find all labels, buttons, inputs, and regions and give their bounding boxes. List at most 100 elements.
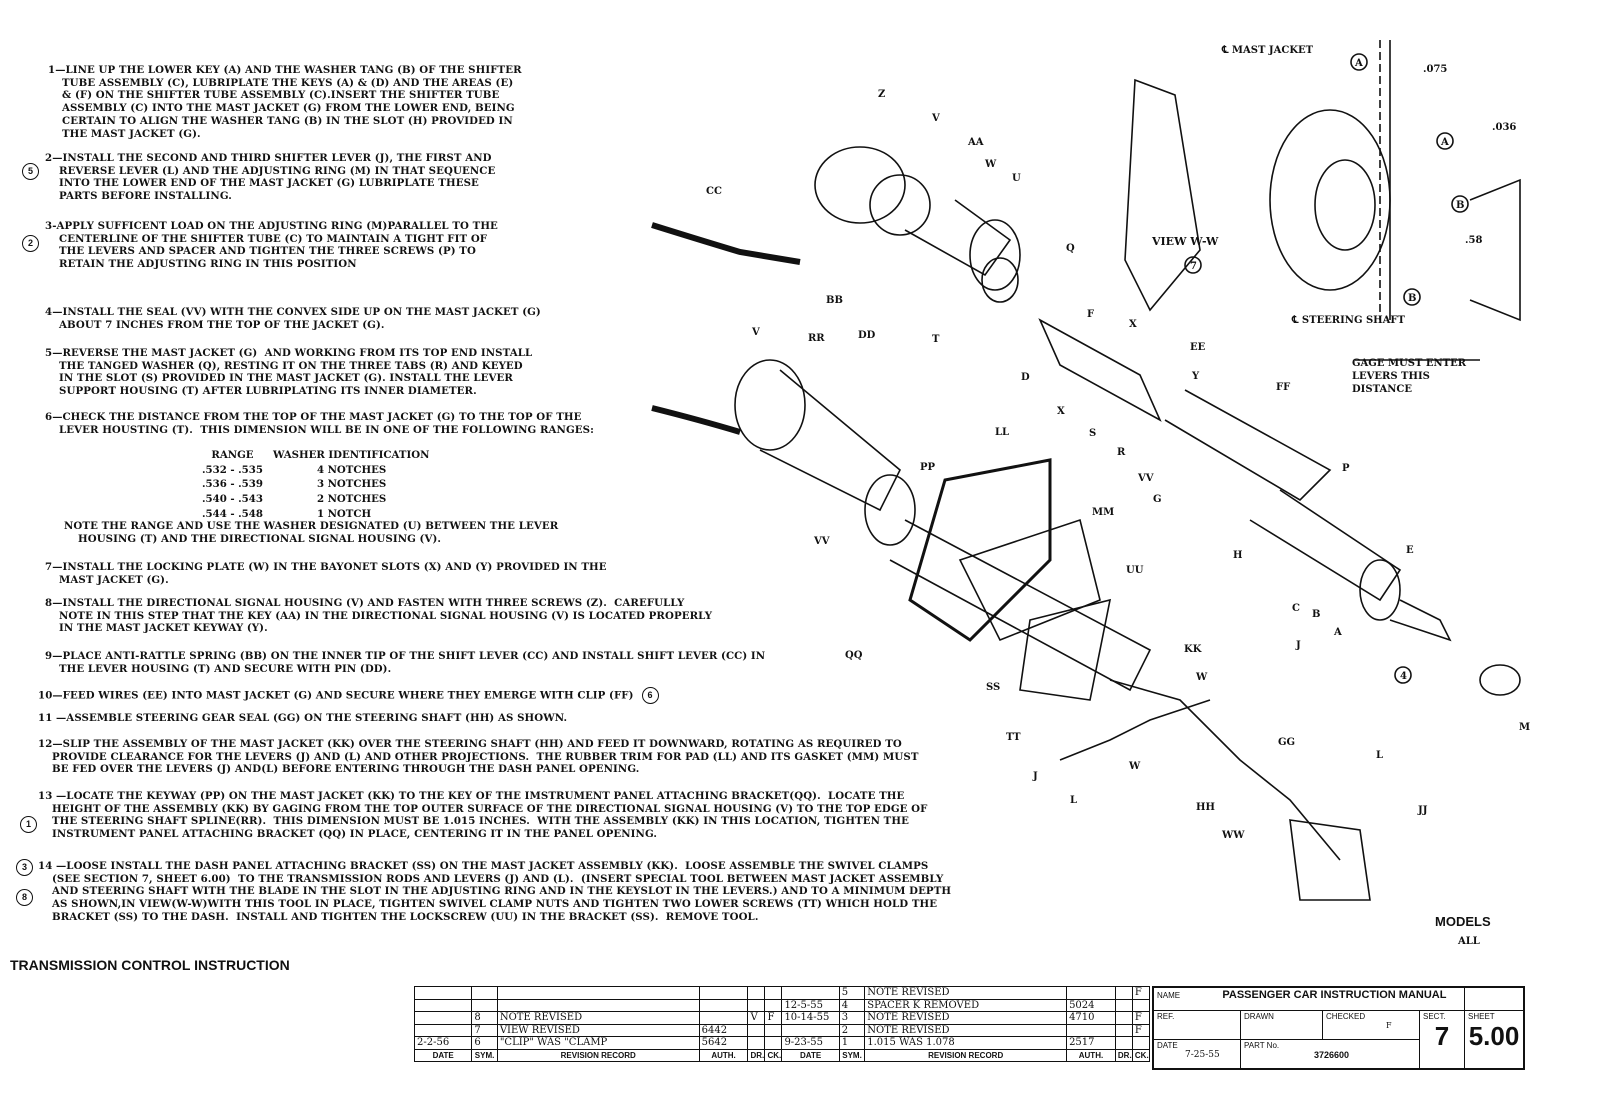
date-value: 7-25-55 — [1185, 1050, 1220, 1060]
part-label: A — [1333, 627, 1342, 638]
instruction-step: 9—PLACE ANTI-RATTLE SPRING (BB) ON THE I… — [45, 650, 765, 675]
step-line-text: HOUSING (T) AND THE DIRECTIONAL SIGNAL H… — [78, 532, 442, 545]
part-label: HH — [1196, 802, 1215, 813]
step-line-text: IN THE MAST JACKET KEYWAY (Y). — [59, 622, 268, 635]
revision-cell — [471, 986, 498, 1000]
step-line: MAST JACKET (G). — [45, 574, 607, 587]
revision-cell — [781, 1023, 840, 1037]
part-label: S — [1089, 428, 1096, 439]
step-line: 11 —ASSEMBLE STEERING GEAR SEAL (GG) ON … — [38, 712, 567, 725]
step-line: LEVER HOUSTING (T). THIS DIMENSION WILL … — [45, 424, 594, 437]
step-line: THE MAST JACKET (G). — [48, 128, 522, 141]
section-number: 7 — [1434, 1021, 1450, 1051]
part-label: J — [1295, 640, 1301, 651]
step-line-text: LEVER HOUSTING (T). THIS DIMENSION WILL … — [59, 423, 594, 436]
step-line-text: PROVIDE CLEARANCE FOR THE LEVERS (J) AND… — [52, 750, 919, 763]
revision-cell: F — [764, 1011, 783, 1025]
step-line-text: 9—PLACE ANTI-RATTLE SPRING (BB) ON THE I… — [45, 650, 766, 662]
step-line-text: 14 —LOOSE INSTALL THE DASH PANEL ATTACHI… — [38, 860, 929, 872]
revision-cell — [1114, 998, 1133, 1012]
step-line: AS SHOWN,IN VIEW(W-W)WITH THIS TOOL IN P… — [38, 898, 951, 911]
revision-cell — [1066, 1023, 1116, 1037]
part-label: W — [984, 159, 997, 170]
part-label: SS — [986, 682, 1000, 693]
revision-cell: 9-23-55 — [781, 1036, 840, 1050]
revision-cell: 2517 — [1066, 1036, 1116, 1050]
revision-cell: 5642 — [698, 1036, 749, 1050]
step-line-text: 11 —ASSEMBLE STEERING GEAR SEAL (GG) ON … — [38, 712, 568, 724]
instruction-step: 13 —LOCATE THE KEYWAY (PP) ON THE MAST J… — [38, 790, 927, 841]
part-label: CC — [706, 186, 722, 197]
revision-cell: 12-5-55 — [781, 998, 840, 1012]
revision-cell — [747, 998, 766, 1012]
step-line: 6—CHECK THE DISTANCE FROM THE TOP OF THE… — [45, 411, 594, 424]
view-label: VIEW W-W — [1151, 235, 1219, 248]
circled-reference-number: 5 — [22, 163, 39, 180]
part-label: VV — [1137, 473, 1154, 484]
callout: B — [1456, 200, 1464, 211]
revision-cell — [1114, 1036, 1133, 1050]
revision-cell — [1131, 1036, 1151, 1050]
part-number: 3726600 — [1314, 1050, 1350, 1060]
step-line: THE LEVERS AND SPACER AND TIGHTEN THE TH… — [45, 245, 498, 258]
revision-cell — [413, 986, 473, 1000]
revision-cell — [1131, 998, 1151, 1012]
revision-cell — [496, 986, 700, 1000]
part-label: LL — [995, 427, 1009, 438]
revision-cell — [1066, 986, 1116, 1000]
step-line-text: & (F) ON THE SHIFTER TUBE ASSEMBLY (C).I… — [62, 89, 500, 102]
table-cell: .536 - .539 — [202, 478, 263, 491]
revision-cell: NOTE REVISED — [864, 1023, 1068, 1037]
step-line: PROVIDE CLEARANCE FOR THE LEVERS (J) AND… — [38, 751, 919, 764]
table-cell: 1 NOTCH — [316, 507, 372, 520]
revision-cell: NOTE REVISED — [864, 986, 1068, 1000]
table-cell: .532 - .535 — [202, 463, 263, 476]
revision-header: DR. — [1114, 1048, 1133, 1062]
revision-cell: 7 — [471, 1023, 498, 1037]
step-line: ABOUT 7 INCHES FROM THE TOP OF THE JACKE… — [45, 319, 541, 332]
step-line: (SEE SECTION 7, SHEET 6.00) TO THE TRANS… — [38, 873, 951, 886]
step-line-text: 6—CHECK THE DISTANCE FROM THE TOP OF THE… — [45, 411, 582, 423]
step-line: NOTE THE RANGE AND USE THE WASHER DESIGN… — [64, 520, 558, 533]
circle-number: 7 — [1190, 261, 1197, 272]
step-line: HOUSING (T) AND THE DIRECTIONAL SIGNAL H… — [64, 533, 558, 546]
step-line: RETAIN THE ADJUSTING RING IN THIS POSITI… — [45, 258, 498, 271]
step-line-text: INTO THE LOWER END OF THE MAST JACKET (G… — [59, 177, 479, 190]
revision-cell: F — [1131, 1023, 1151, 1037]
step-line: 10—FEED WIRES (EE) INTO MAST JACKET (G) … — [38, 687, 659, 704]
revision-header: REVISION RECORD — [864, 1048, 1068, 1062]
part-label: WW — [1221, 830, 1245, 841]
dim-075: .075 — [1423, 64, 1447, 75]
revision-header: SYM. — [471, 1048, 498, 1062]
step-line: 8—INSTALL THE DIRECTIONAL SIGNAL HOUSING… — [45, 597, 712, 610]
step-line-text: 3-APPLY SUFFICENT LOAD ON THE ADJUSTING … — [45, 220, 498, 232]
step-line: INSTRUMENT PANEL ATTACHING BRACKET (QQ) … — [38, 828, 927, 841]
callout: A — [1440, 137, 1449, 148]
part-label: D — [1021, 372, 1030, 383]
dim-036: .036 — [1492, 122, 1516, 133]
step-line: NOTE IN THIS STEP THAT THE KEY (AA) IN T… — [45, 610, 712, 623]
part-label: E — [1406, 545, 1414, 556]
part-label: R — [1117, 447, 1126, 458]
step-line-text: THE LEVERS AND SPACER AND TIGHTEN THE TH… — [59, 245, 476, 258]
revision-cell: 1.015 WAS 1.078 — [864, 1036, 1068, 1050]
revision-cell: F — [1131, 986, 1151, 1000]
shift-lever-drawing — [651, 222, 801, 435]
step-line-text: TUBE ASSEMBLY (C), LUBRIPLATE THE KEYS (… — [62, 76, 514, 89]
revision-cell — [764, 1036, 783, 1050]
part-label: U — [1012, 173, 1021, 184]
part-label: F — [1087, 309, 1094, 320]
instruction-step: 10—FEED WIRES (EE) INTO MAST JACKET (G) … — [38, 687, 659, 704]
step-line: 7—INSTALL THE LOCKING PLATE (W) IN THE B… — [45, 561, 607, 574]
callout: B — [1408, 293, 1416, 304]
step-line: IN THE SLOT (S) PROVIDED IN THE MAST JAC… — [45, 372, 532, 385]
part-label: V — [931, 113, 940, 124]
part-label: Z — [878, 89, 885, 100]
